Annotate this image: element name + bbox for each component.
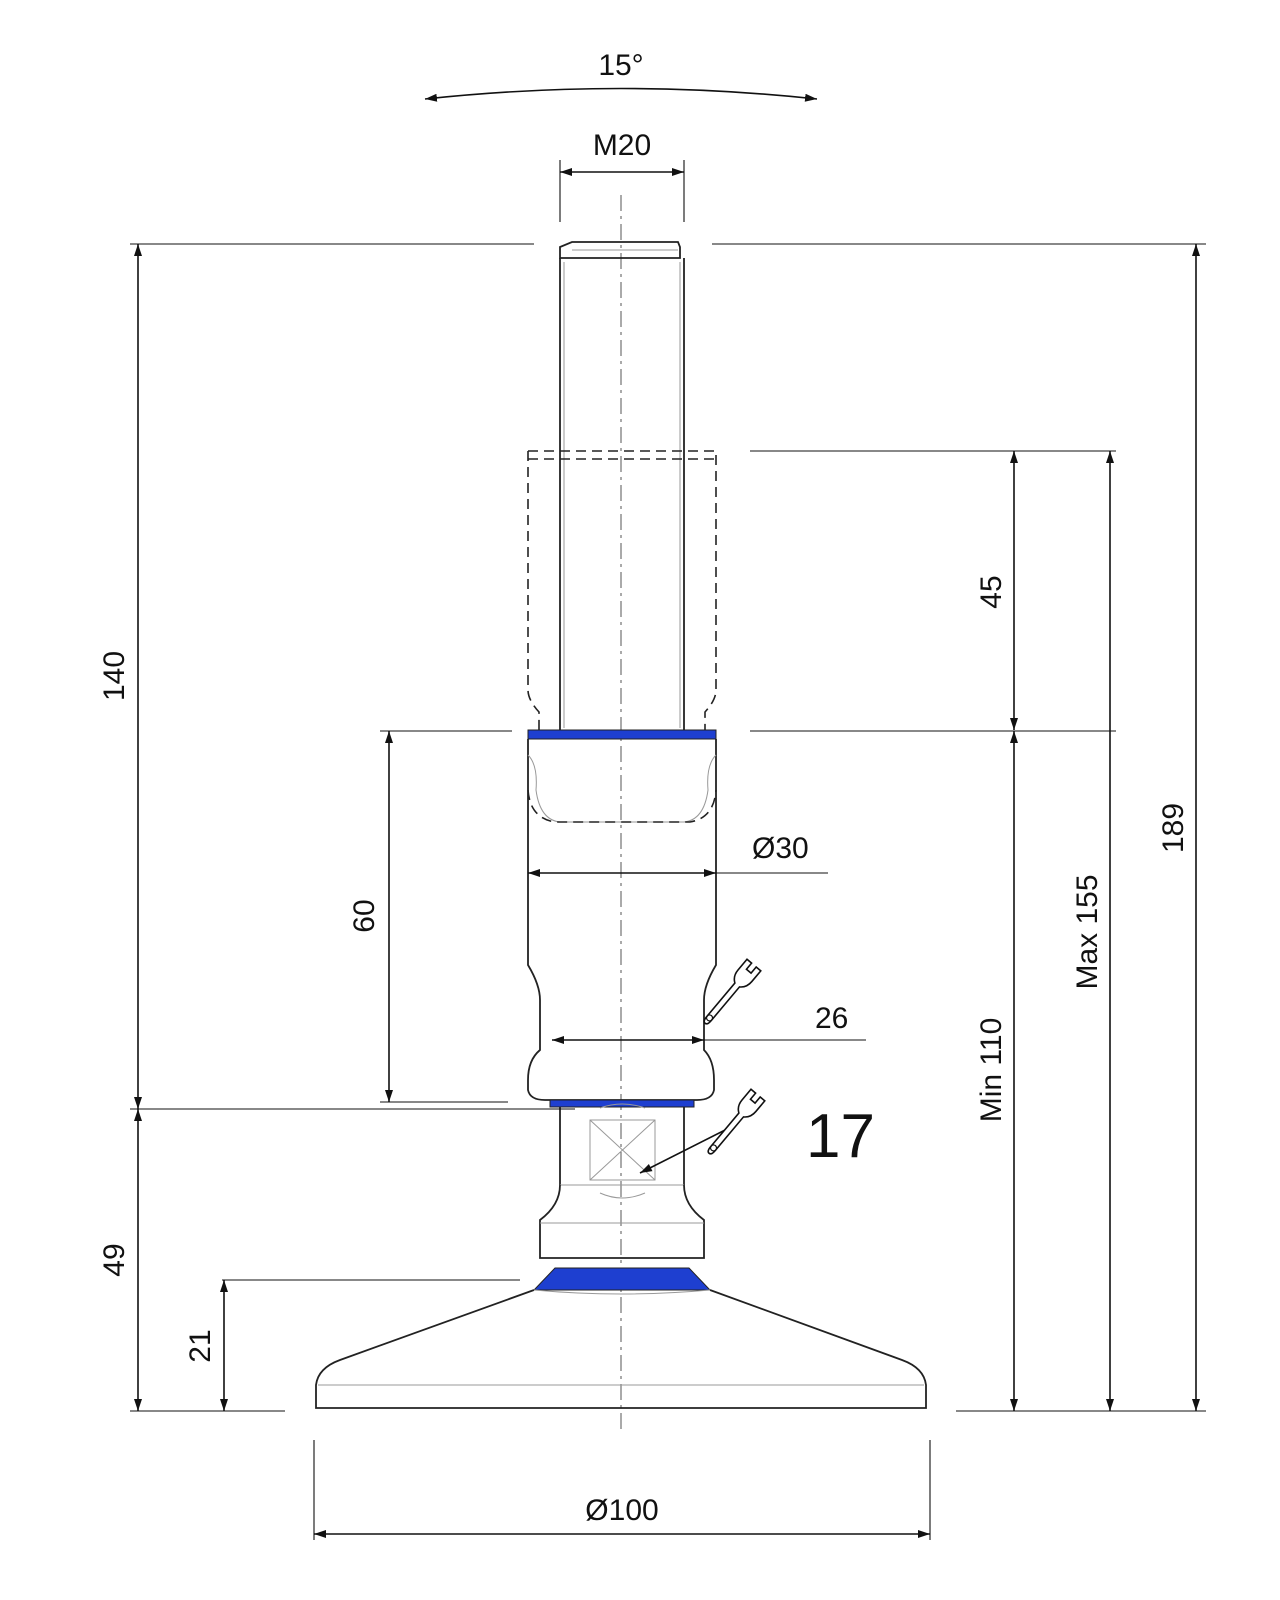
- max-height-dimension: Max 155: [750, 450, 1116, 1411]
- tilt-angle-label: 15°: [598, 49, 643, 82]
- hex-neck: [539, 1103, 705, 1259]
- thread-dimension: M20: [559, 129, 685, 222]
- wrench-17-label: 17: [806, 1102, 875, 1171]
- leveling-foot-part: [315, 241, 927, 1409]
- thread-label: M20: [593, 129, 651, 162]
- base-height-dimension: 49: [98, 1109, 285, 1412]
- stem-length-dimension: 140: [98, 243, 575, 1110]
- sleeve-diameter-dimension: Ø30: [528, 832, 828, 877]
- sleeve-nut: [527, 729, 717, 1108]
- base-height-label: 49: [98, 1243, 131, 1276]
- max-height-label: Max 155: [1071, 874, 1104, 989]
- wrench-26-label: 26: [815, 1002, 848, 1035]
- sleeve-length-label: 60: [348, 899, 381, 932]
- stem-length-label: 140: [98, 651, 131, 701]
- foot-height-label: 21: [184, 1329, 217, 1362]
- foot-pad: [315, 1289, 927, 1409]
- foot-diameter-label: Ø100: [585, 1494, 658, 1527]
- foot-diameter-dimension: Ø100: [313, 1440, 931, 1540]
- min-height-dimension: Min 110: [750, 730, 1116, 1411]
- wrench-icon: [707, 1088, 766, 1155]
- adjust-stroke-label: 45: [975, 575, 1008, 608]
- foot-height-dimension: 21: [184, 1279, 520, 1411]
- wrench-17-callout: 17: [639, 1088, 875, 1174]
- adjust-stroke-dimension: 45: [975, 451, 1018, 730]
- tilt-angle-dimension: 15°: [424, 49, 818, 102]
- sleeve-diameter-label: Ø30: [752, 832, 809, 865]
- wrench-icon: [703, 958, 762, 1025]
- min-height-label: Min 110: [975, 1018, 1008, 1123]
- wrench-26-callout: 26: [552, 958, 866, 1044]
- overall-height-label: 189: [1157, 803, 1190, 853]
- overall-height-dimension: 189: [712, 243, 1206, 1412]
- sleeve-extended-outline: [527, 450, 717, 730]
- threaded-stem: [559, 241, 685, 730]
- base-ring: [532, 1267, 712, 1291]
- sleeve-length-dimension: 60: [348, 730, 512, 1103]
